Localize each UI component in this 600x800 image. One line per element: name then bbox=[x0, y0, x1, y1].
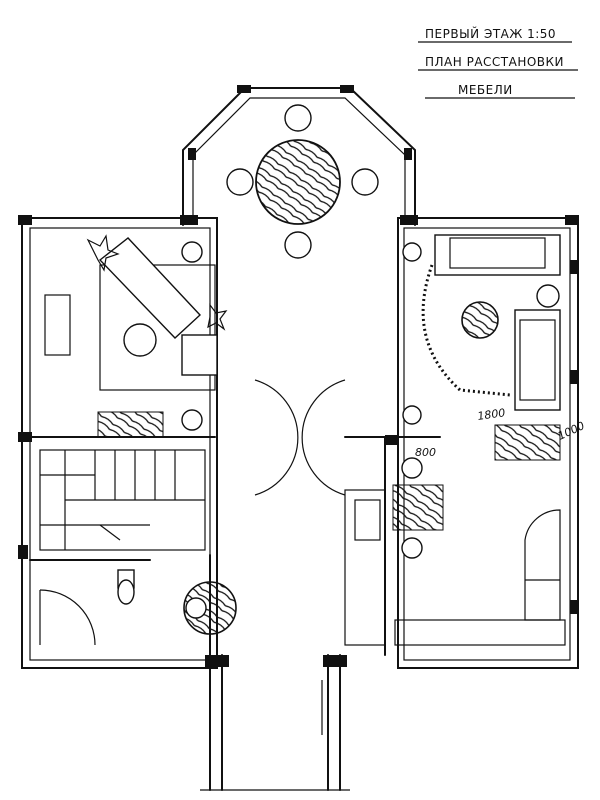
title-line-2: ПЛАН РАССТАНОВКИ bbox=[425, 55, 564, 69]
dining-table bbox=[226, 104, 379, 259]
title-line-1: ПЕРВЫЙ ЭТАЖ 1:50 bbox=[425, 26, 556, 41]
right-room-furniture bbox=[402, 234, 561, 461]
chair bbox=[226, 168, 254, 196]
staircase bbox=[39, 449, 206, 551]
chair bbox=[351, 168, 379, 196]
kitchen-furniture bbox=[344, 457, 566, 646]
dimension-label: 1000 bbox=[556, 419, 587, 443]
left-room-furniture bbox=[44, 234, 228, 438]
chair bbox=[284, 104, 312, 132]
bathroom bbox=[39, 569, 237, 646]
title-block: ПЕРВЫЙ ЭТАЖ 1:50 ПЛАН РАССТАНОВКИ МЕБЕЛИ bbox=[418, 26, 578, 99]
chair bbox=[284, 231, 312, 259]
corridor-doors bbox=[254, 379, 346, 496]
title-line-3: МЕБЕЛИ bbox=[458, 83, 513, 97]
walls bbox=[18, 85, 579, 791]
dimension-label: 1800 bbox=[477, 406, 507, 423]
dimension-label: 800 bbox=[415, 446, 436, 459]
